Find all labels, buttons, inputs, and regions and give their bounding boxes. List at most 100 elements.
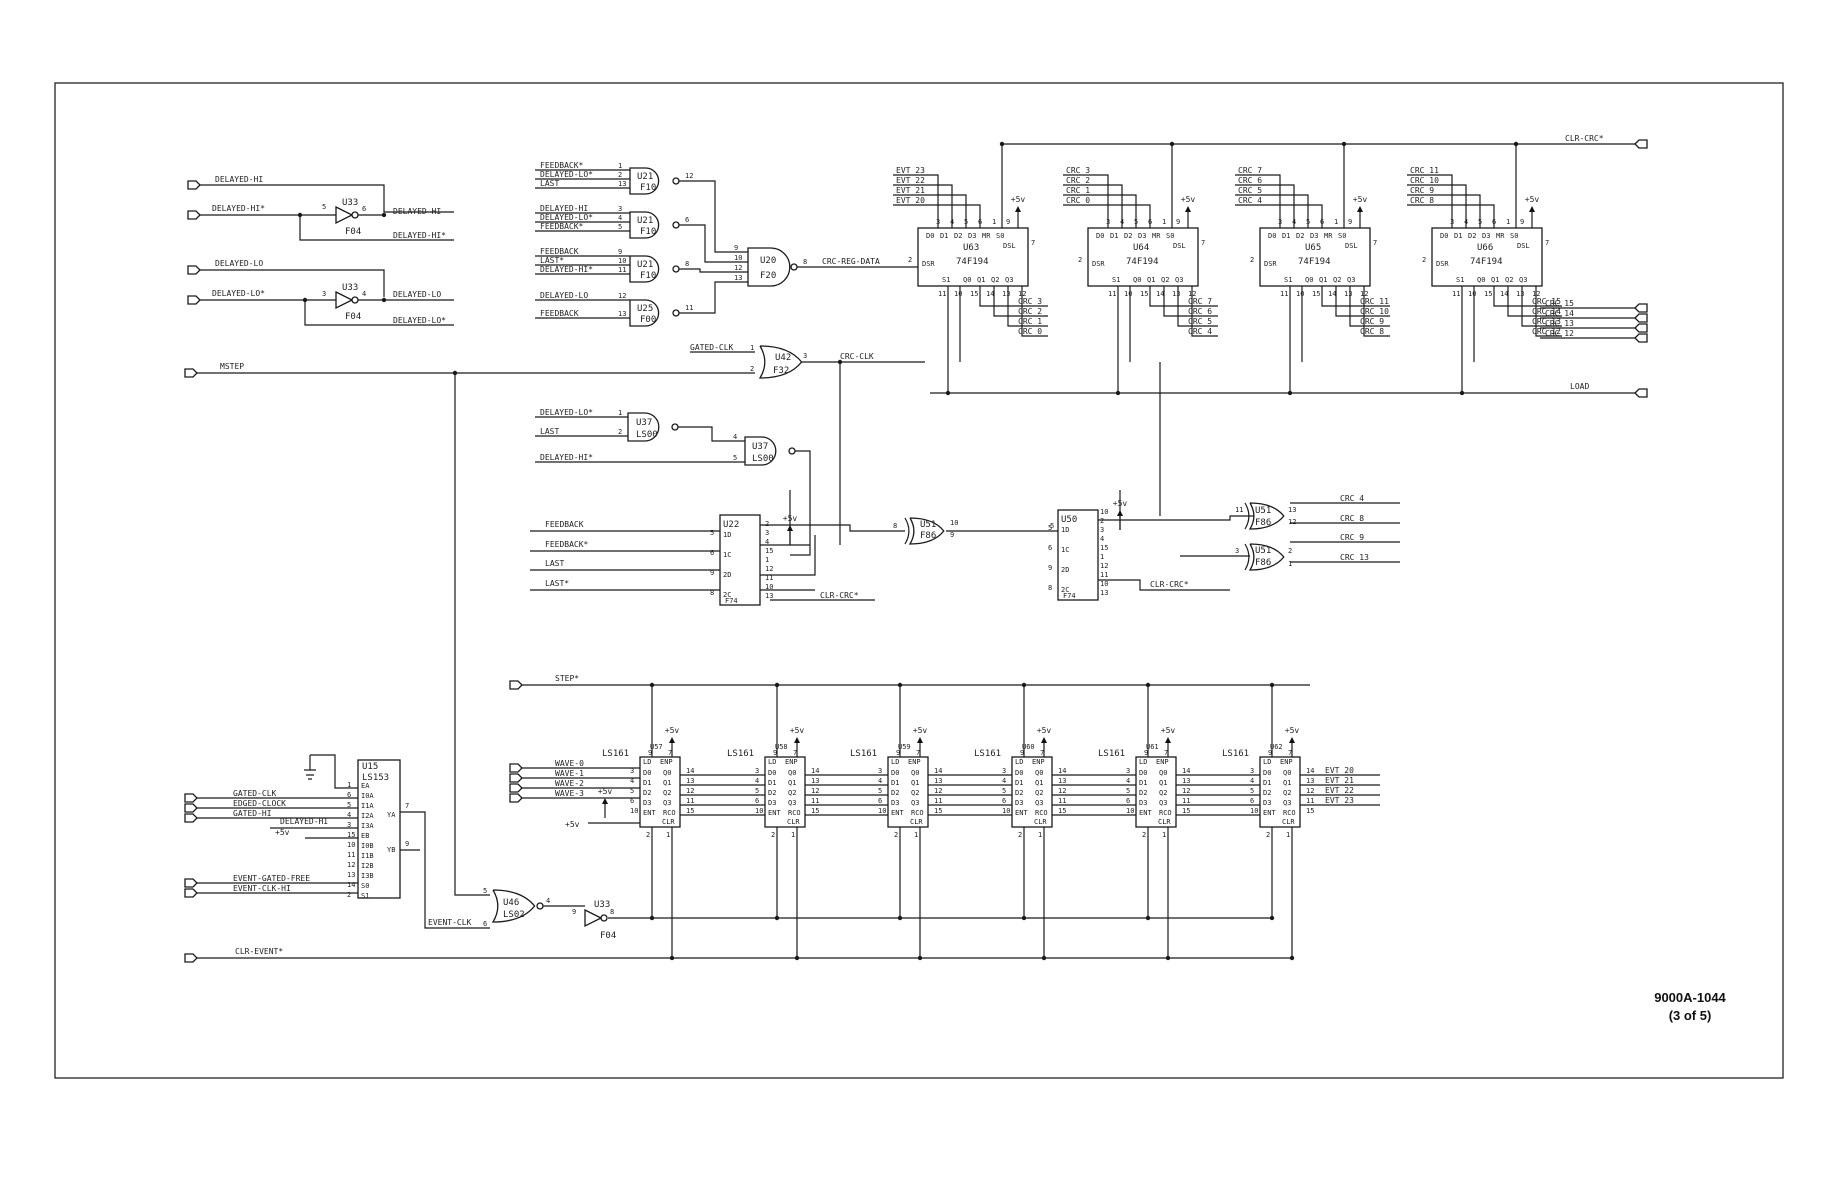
pin: 13 [1182, 777, 1190, 785]
chip-type: 74F194 [1298, 257, 1331, 267]
pin: D3 [1139, 799, 1147, 807]
sr-output-label: CRC 8 [1360, 327, 1384, 336]
sr-output-label: CRC 15 [1532, 297, 1561, 306]
pin: 5 [347, 801, 351, 809]
pin: D3 [1015, 799, 1023, 807]
pin: Q3 [911, 799, 919, 807]
wire [1321, 286, 1390, 307]
pin: 2 [750, 365, 754, 373]
pin: LD [891, 758, 899, 766]
wire [893, 184, 953, 228]
pin: 1 [1100, 553, 1104, 561]
pin: 14 [986, 290, 994, 298]
sr-input-label: CRC 3 [1066, 166, 1090, 175]
sr-output-label: CRC 0 [1018, 327, 1042, 336]
pin: 2 [347, 891, 351, 899]
pin: 1 [1162, 218, 1166, 226]
chip-type: F10 [640, 227, 656, 237]
pin: 11 [1108, 290, 1116, 298]
mux-input-label: GATED-CLK [233, 789, 277, 798]
pin: 5 [1002, 787, 1006, 795]
wire [679, 180, 748, 253]
chip-type: LS02 [503, 910, 525, 920]
pin: 15 [1100, 544, 1108, 552]
pin: 4 [1292, 218, 1296, 226]
nand-input-label: DELAYED-LO* [540, 213, 593, 222]
xor-gate-u51a-xor-arc [904, 517, 910, 545]
sr-input-label: EVT 22 [896, 176, 925, 185]
wire [893, 194, 967, 228]
junction-dot [297, 212, 303, 218]
chip-type: LS161 [602, 749, 629, 759]
pin: 4 [630, 777, 634, 785]
counter-U57 [639, 756, 681, 828]
wire [1507, 286, 1562, 317]
wire [400, 811, 490, 929]
pin: CLR [910, 818, 923, 826]
inversion-bubble [790, 263, 798, 271]
pin: MR [1152, 232, 1161, 240]
pin: 2 [1266, 831, 1270, 839]
pin: 10 [954, 290, 962, 298]
pin: S1 [942, 276, 950, 284]
sr-input-label: CRC 1 [1066, 186, 1090, 195]
vcc-label: +5v [665, 726, 680, 735]
signal-step: STEP* [555, 674, 579, 683]
pin: S1 [1112, 276, 1120, 284]
pin: Q0 [1477, 276, 1485, 284]
junction-dot [774, 682, 780, 688]
vcc-label: +5v [275, 828, 290, 837]
junction-dot [1145, 682, 1151, 688]
pin: 1D [1061, 526, 1069, 534]
pin: S0 [361, 882, 369, 890]
pin: 2 [765, 520, 769, 528]
counter-U59 [887, 756, 929, 828]
chip-ref: U21 [637, 260, 653, 270]
pin: 4 [733, 433, 737, 441]
connector-wave [509, 773, 523, 783]
pin: 2 [1100, 517, 1104, 525]
chip-ref: U58 [775, 743, 788, 751]
pin: 4 [950, 218, 954, 226]
pin: 9 [618, 248, 622, 256]
pin: 11 [618, 266, 626, 274]
pin: 3 [322, 290, 326, 298]
pin: Q0 [663, 769, 671, 777]
pin: D1 [940, 232, 948, 240]
pin: I1B [361, 852, 374, 860]
pin: 11 [934, 797, 942, 805]
wire [1335, 286, 1390, 317]
pin: 3 [1278, 218, 1282, 226]
signal-clr-crc: CLR-CRC* [1565, 134, 1604, 143]
wires [197, 141, 1635, 961]
pin: D0 [1139, 769, 1147, 777]
counter-U60 [1011, 756, 1053, 828]
pin: Q1 [1283, 779, 1291, 787]
nand-input-label: FEEDBACK* [540, 222, 584, 231]
pin: 9 [734, 244, 738, 252]
connector-delayed-lo [187, 265, 201, 275]
pin: 9 [950, 531, 954, 539]
pin: 6 [978, 218, 982, 226]
wire [454, 373, 490, 896]
xor-gate-u51a [908, 517, 945, 545]
pin: 13 [1002, 290, 1010, 298]
pin: 12 [934, 787, 942, 795]
pin: 4 [1464, 218, 1468, 226]
pin: Q0 [1035, 769, 1043, 777]
pin: 12 [811, 787, 819, 795]
chip-type: 74F194 [1470, 257, 1503, 267]
pin: 3 [1106, 218, 1110, 226]
junction-dot [1269, 682, 1275, 688]
pin: 2 [1078, 256, 1082, 264]
crc-feedback-label: CRC 13 [1340, 553, 1369, 562]
nand-gate-u20 [747, 247, 791, 287]
nand-gate-1 [629, 211, 660, 239]
shift-register-U66 [1431, 227, 1543, 287]
chip-ref: U22 [723, 520, 739, 530]
pin: D3 [968, 232, 976, 240]
pin: I0B [361, 842, 374, 850]
wire [1149, 286, 1218, 307]
chip-ref-u33b: U33 [342, 283, 358, 293]
pin: 2 [618, 171, 622, 179]
